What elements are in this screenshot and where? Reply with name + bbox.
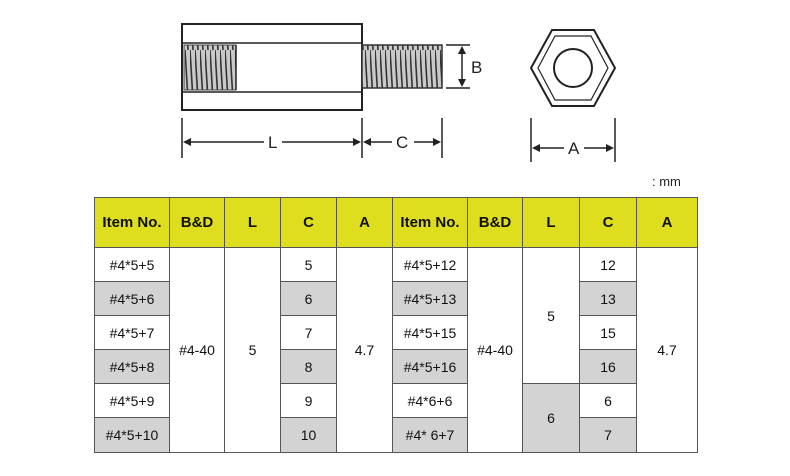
dimension-a-label: A [568,139,580,158]
c-cell: 8 [280,349,337,384]
header-l-2: L [522,197,580,248]
spec-table: Item No. B&D L C A Item No. B&D L C A #4… [94,197,698,453]
c-cell: 15 [579,315,637,350]
standoff-dimension-drawing: B L C A [181,23,617,162]
c-cell: 16 [579,349,637,384]
a-cell: 4.7 [636,247,698,453]
c-cell: 5 [280,247,337,282]
header-c-2: C [579,197,637,248]
l-cell: 5 [224,247,281,453]
c-cell: 12 [579,247,637,282]
item-cell: #4*5+16 [392,349,468,384]
c-cell: 7 [280,315,337,350]
dimension-b: B [446,44,482,89]
table-row: #4*5+9 9 #4*6+6 6 6 [94,383,698,453]
table-row: #4*5+8 8 #4*5+16 16 [94,349,698,384]
header-bd-2: B&D [467,197,523,248]
item-cell: #4*5+7 [94,315,170,350]
header-l: L [224,197,281,248]
item-cell: #4*6+6 [392,383,468,418]
table-row: #4*5+10 10 #4* 6+7 7 [94,417,698,453]
dimension-c-label: C [396,133,408,152]
c-cell: 6 [579,383,637,418]
l-cell: 5 [522,247,580,384]
header-a: A [336,197,393,248]
standoff-end-view [529,29,617,107]
item-cell: #4*5+12 [392,247,468,282]
item-cell: #4*5+10 [94,417,170,453]
item-cell: #4*5+6 [94,281,170,316]
unit-label: : mm [652,174,681,189]
table-row: #4*5+5 #4-40 5 5 4.7 #4*5+12 #4-40 5 12 … [94,247,698,453]
item-cell: #4*5+13 [392,281,468,316]
a-cell: 4.7 [336,247,393,453]
c-cell: 6 [280,281,337,316]
c-cell: 7 [579,417,637,453]
item-cell: #4*5+9 [94,383,170,418]
dimension-l: L [181,118,363,158]
item-cell: #4* 6+7 [392,417,468,453]
standoff-side-view [181,23,443,111]
header-bd: B&D [169,197,225,248]
header-a-2: A [636,197,698,248]
header-item-no: Item No. [94,197,170,248]
dimension-l-label: L [268,133,277,152]
c-cell: 10 [280,417,337,453]
c-cell: 9 [280,383,337,418]
dimension-a: A [530,118,616,162]
table-row: #4*5+7 7 #4*5+15 15 [94,315,698,350]
item-cell: #4*5+5 [94,247,170,282]
item-cell: #4*5+15 [392,315,468,350]
bd-cell: #4-40 [169,247,225,453]
dimension-b-label: B [471,58,482,77]
c-cell: 13 [579,281,637,316]
table-header-row: Item No. B&D L C A Item No. B&D L C A [94,197,698,248]
header-c: C [280,197,337,248]
l-cell: 6 [522,383,580,453]
header-item-no-2: Item No. [392,197,468,248]
item-cell: #4*5+8 [94,349,170,384]
dimension-c: C [363,118,443,158]
bd-cell: #4-40 [467,247,523,453]
